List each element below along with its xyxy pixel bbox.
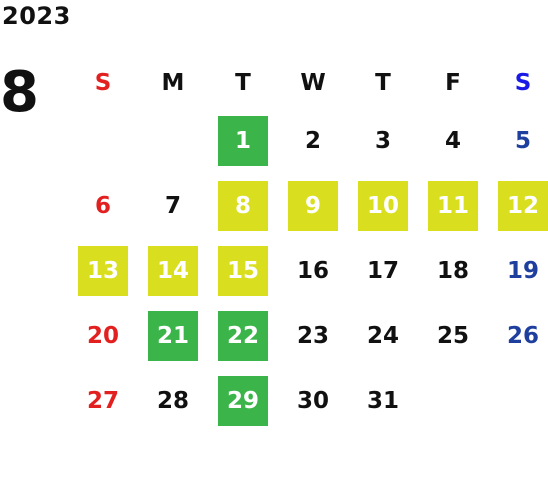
day-number: 23 [296, 322, 329, 349]
day-cell[interactable]: 21 [138, 303, 208, 368]
calendar-month: 8 [0, 60, 39, 125]
day-cell[interactable]: 29 [208, 368, 278, 433]
calendar-year: 2023 [2, 2, 71, 30]
weekday-header-saturday: S [514, 70, 532, 96]
day-cell[interactable]: 25 [418, 303, 488, 368]
day-cell[interactable]: 30 [278, 368, 348, 433]
day-number: 17 [366, 257, 399, 284]
day-number: 19 [506, 257, 539, 284]
day-cell[interactable]: 12 [488, 173, 548, 238]
day-cell[interactable]: 26 [488, 303, 548, 368]
day-cell[interactable]: 14 [138, 238, 208, 303]
day-cell[interactable]: 9 [278, 173, 348, 238]
day-number: 8 [218, 180, 268, 231]
day-cell[interactable]: 5 [488, 108, 548, 173]
day-number: 1 [218, 115, 268, 166]
day-cell[interactable]: 13 [68, 238, 138, 303]
day-number: 10 [358, 180, 408, 231]
day-cell[interactable]: 2 [278, 108, 348, 173]
weekday-header-monday: M [161, 70, 185, 96]
day-cell[interactable]: 22 [208, 303, 278, 368]
day-cell[interactable]: 15 [208, 238, 278, 303]
day-cell[interactable]: 20 [68, 303, 138, 368]
weekday-header-sunday: S [94, 70, 112, 96]
day-number: 21 [148, 310, 198, 361]
day-number: 13 [78, 245, 128, 296]
day-cell[interactable]: 6 [68, 173, 138, 238]
day-cell[interactable]: 4 [418, 108, 488, 173]
day-number: 28 [156, 387, 189, 414]
day-cell[interactable]: 23 [278, 303, 348, 368]
day-cell[interactable]: 24 [348, 303, 418, 368]
day-cell[interactable]: 17 [348, 238, 418, 303]
day-number: 16 [296, 257, 329, 284]
day-cell[interactable]: 8 [208, 173, 278, 238]
day-number: 6 [94, 192, 111, 219]
day-cell[interactable]: 7 [138, 173, 208, 238]
day-number: 25 [436, 322, 469, 349]
day-number: 20 [86, 322, 119, 349]
day-number: 5 [514, 127, 531, 154]
weekday-header-thursday: T [375, 70, 391, 96]
day-number: 22 [218, 310, 268, 361]
day-number: 11 [428, 180, 478, 231]
weekday-header-tuesday: T [235, 70, 251, 96]
day-cell[interactable]: 1 [208, 108, 278, 173]
day-number: 31 [366, 387, 399, 414]
day-number: 27 [86, 387, 119, 414]
day-number: 14 [148, 245, 198, 296]
day-number: 29 [218, 375, 268, 426]
day-cell[interactable]: 18 [418, 238, 488, 303]
day-number: 9 [288, 180, 338, 231]
day-cell[interactable]: 3 [348, 108, 418, 173]
day-number: 30 [296, 387, 329, 414]
day-number: 3 [374, 127, 391, 154]
weekday-header-wednesday: W [300, 70, 326, 96]
day-number: 2 [304, 127, 321, 154]
day-cell[interactable]: 31 [348, 368, 418, 433]
day-cell[interactable]: 10 [348, 173, 418, 238]
day-cell[interactable]: 19 [488, 238, 548, 303]
empty-day-cell [68, 108, 138, 173]
day-number: 26 [506, 322, 539, 349]
day-number: 12 [498, 180, 548, 231]
day-number: 7 [164, 192, 181, 219]
day-cell[interactable]: 27 [68, 368, 138, 433]
day-number: 24 [366, 322, 399, 349]
day-number: 15 [218, 245, 268, 296]
weekday-header-friday: F [445, 70, 461, 96]
empty-day-cell [138, 108, 208, 173]
day-cell[interactable]: 28 [138, 368, 208, 433]
day-cell[interactable]: 11 [418, 173, 488, 238]
day-cell[interactable]: 16 [278, 238, 348, 303]
day-number: 18 [436, 257, 469, 284]
day-number: 4 [444, 127, 461, 154]
